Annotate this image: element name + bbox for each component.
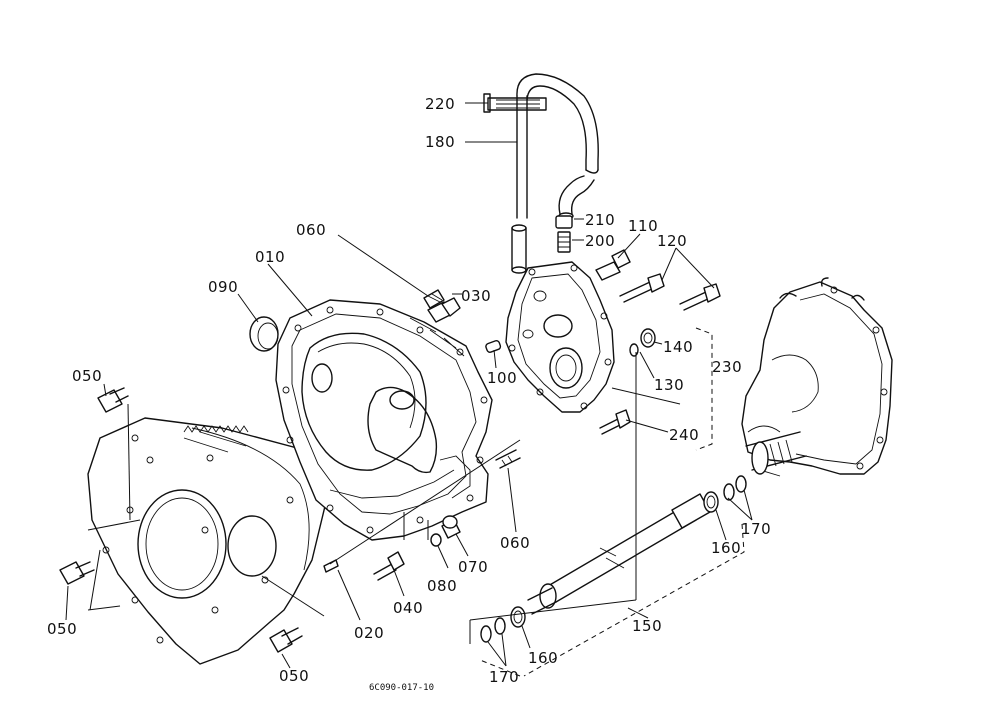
hose-joint-210[interactable] <box>555 215 573 229</box>
callout-120: 120 <box>657 232 687 250</box>
washer-080[interactable] <box>430 533 442 547</box>
bearing-160-bottom[interactable] <box>510 606 526 628</box>
bearing-160-right[interactable] <box>703 491 719 513</box>
clutch-housing[interactable] <box>275 299 493 541</box>
callout-220: 220 <box>425 95 455 113</box>
callout-060-top: 060 <box>296 221 326 239</box>
bolt-120-lower[interactable] <box>679 283 721 311</box>
bolt-050-top[interactable] <box>97 387 129 413</box>
callout-140: 140 <box>663 338 693 356</box>
callout-130: 130 <box>654 376 684 394</box>
snap-ring-170-bottom-a[interactable] <box>494 617 506 635</box>
callout-050-bottom: 050 <box>279 667 309 685</box>
callout-010: 010 <box>255 248 285 266</box>
pin-020[interactable] <box>323 559 339 573</box>
callout-040: 040 <box>393 599 423 617</box>
callout-050-top: 050 <box>72 367 102 385</box>
hose-clamp[interactable] <box>483 93 547 113</box>
callout-210: 210 <box>585 211 615 229</box>
callout-160-bottom: 160 <box>528 649 558 667</box>
snap-ring-170-right-a[interactable] <box>723 483 735 501</box>
callout-100: 100 <box>487 369 517 387</box>
oring-130[interactable] <box>629 343 639 357</box>
callout-160-right: 160 <box>711 539 741 557</box>
callout-200: 200 <box>585 232 615 250</box>
bolt-240[interactable] <box>599 409 631 435</box>
shaft-150[interactable] <box>527 493 711 615</box>
callout-150: 150 <box>632 617 662 635</box>
breather-hose[interactable] <box>511 73 599 274</box>
stud-060-top[interactable] <box>423 289 445 309</box>
shaft-output[interactable] <box>745 431 807 475</box>
stud-060-mid[interactable] <box>495 449 521 469</box>
bolt-050-bottom[interactable] <box>269 627 303 653</box>
callout-060-mid: 060 <box>500 534 530 552</box>
callout-080: 080 <box>427 577 457 595</box>
callout-180: 180 <box>425 133 455 151</box>
assembly-brackets <box>479 327 745 677</box>
nipple-200[interactable] <box>557 231 571 253</box>
snap-ring-170-bottom-b[interactable] <box>480 625 492 643</box>
bolt-120-upper[interactable] <box>619 273 665 303</box>
callout-170-right: 170 <box>741 520 771 538</box>
callout-030: 030 <box>461 287 491 305</box>
plug-030[interactable] <box>427 297 461 323</box>
callout-110: 110 <box>628 217 658 235</box>
callout-labels: 220 180 210 200 110 120 060 010 030 090 … <box>47 95 771 686</box>
bolt-070[interactable] <box>441 515 461 539</box>
callout-050-left: 050 <box>47 620 77 638</box>
transmission-case-cover[interactable] <box>505 261 615 413</box>
callout-170-bottom: 170 <box>489 668 519 686</box>
bolt-050-left[interactable] <box>59 561 95 585</box>
callout-230: 230 <box>712 358 742 376</box>
callout-090: 090 <box>208 278 238 296</box>
transmission-case[interactable] <box>741 277 893 477</box>
callout-020: 020 <box>354 624 384 642</box>
bolt-110[interactable] <box>595 249 631 281</box>
callout-240: 240 <box>669 426 699 444</box>
bolt-040[interactable] <box>373 551 405 581</box>
housing-plate[interactable] <box>87 417 327 665</box>
snap-ring-170-right-b[interactable] <box>735 475 747 493</box>
plug-140[interactable] <box>640 328 656 348</box>
cap-090[interactable] <box>249 316 279 352</box>
pin-100[interactable] <box>485 339 502 353</box>
callout-070: 070 <box>458 558 488 576</box>
figure-code: 6C090-017-10 <box>369 683 434 693</box>
leader-lines <box>65 102 753 669</box>
